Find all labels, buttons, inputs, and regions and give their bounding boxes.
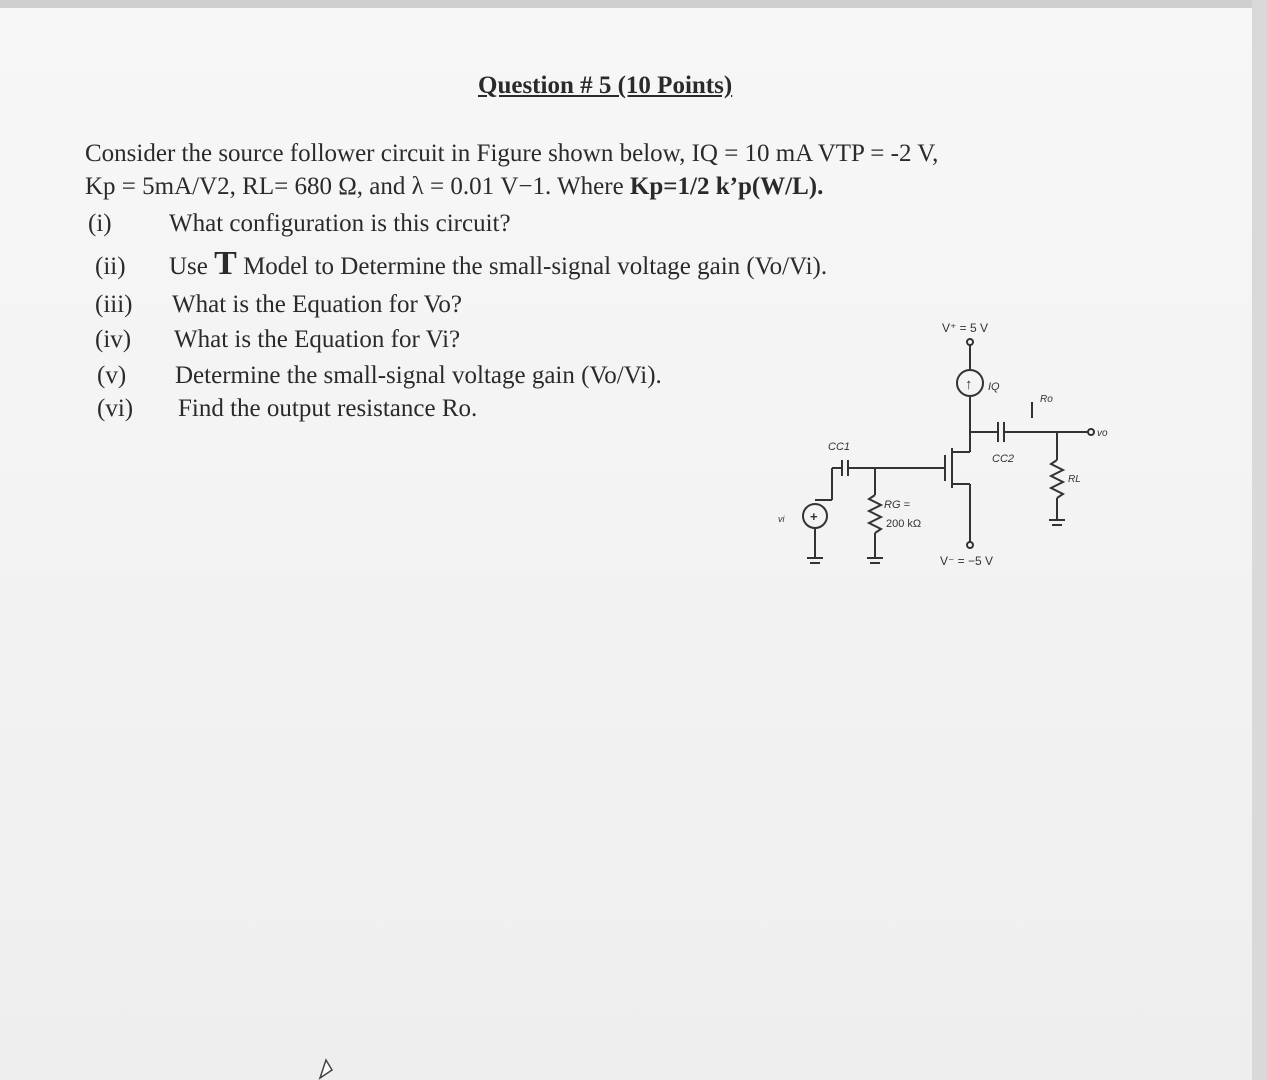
part-text: What configuration is this circuit? [169, 210, 511, 237]
part-number: (i) [88, 210, 112, 237]
vo-label: vo [1097, 428, 1108, 439]
part-number: (vi) [97, 395, 134, 422]
part-number: (iii) [95, 291, 133, 318]
source-follower-circuit: V⁺ = 5 V ↑ IQ Ro vo CC2 CC1 RL RG = 200 … [778, 321, 1108, 568]
vplus-label: V⁺ = 5 V [942, 321, 988, 335]
document-page [0, 8, 1252, 1080]
cc2-label: CC2 [992, 453, 1014, 465]
intro-line-2-text: Kp = 5mA/V2, RL= 680 Ω, and λ = 0.01 V−1… [85, 173, 630, 200]
part-text: Use T Model to Determine the small-signa… [169, 247, 828, 281]
intro-line-2: Kp = 5mA/V2, RL= 680 Ω, and λ = 0.01 V−1… [85, 170, 1145, 203]
vminus-terminal [966, 541, 974, 549]
part-text-before: Use [169, 253, 215, 280]
part-number: (ii) [95, 253, 126, 280]
part-text-after: Model to Determine the small-signal volt… [236, 253, 828, 280]
part-number: (iv) [95, 326, 132, 353]
rg-label: RG = [884, 499, 911, 511]
part-text: What is the Equation for Vi? [174, 326, 461, 353]
intro-line-2-bold: Kp=1/2 k’p(W/L). [629, 173, 824, 200]
source-plus-sign: + [810, 509, 818, 524]
screen-top-edge [0, 0, 1267, 8]
rg-value: 200 kΩ [886, 518, 921, 530]
rl-label: RL [1068, 474, 1081, 485]
cc1-label: CC1 [828, 441, 850, 453]
part-text: What is the Equation for Vo? [172, 291, 462, 318]
current-source-arrow: ↑ [965, 376, 973, 393]
ro-label: Ro [1040, 394, 1053, 405]
vplus-terminal [966, 338, 974, 346]
part-text: Find the output resistance Ro. [178, 395, 478, 422]
intro-line-1: Consider the source follower circuit in … [85, 140, 939, 167]
vi-label: vi [778, 514, 786, 524]
iq-label: IQ [988, 381, 1000, 393]
big-t-letter: T [214, 245, 237, 282]
question-intro: Consider the source follower circuit in … [85, 137, 1145, 203]
vminus-label: V⁻ = −5 V [940, 554, 993, 568]
part-text: Determine the small-signal voltage gain … [175, 362, 662, 389]
part-number: (v) [97, 362, 127, 389]
mouse-cursor-icon [318, 1058, 334, 1080]
screen-right-edge [1252, 0, 1267, 1080]
question-title: Question # 5 (10 Points) [478, 72, 733, 99]
